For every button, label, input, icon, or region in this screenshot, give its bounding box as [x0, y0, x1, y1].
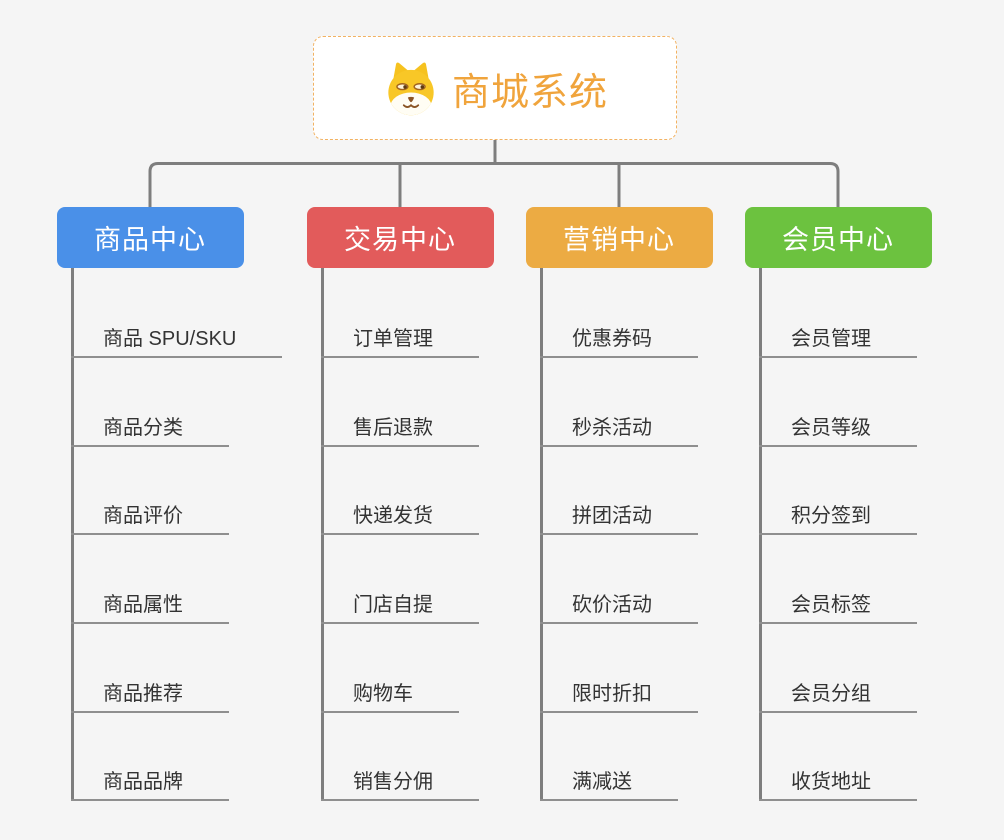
branch-item-label: 门店自提 [353, 594, 433, 616]
branch-item-label: 拼团活动 [572, 505, 652, 527]
branch-item[interactable]: 优惠券码 [540, 318, 698, 358]
branch-item-label: 优惠券码 [572, 328, 652, 350]
branch-item[interactable]: 商品属性 [71, 584, 229, 624]
branch-bus [148, 162, 840, 207]
branch-item-label: 商品评价 [103, 505, 183, 527]
branch-item[interactable]: 收货地址 [759, 761, 917, 801]
branch-item-label: 会员标签 [791, 594, 871, 616]
branch-item-label: 商品属性 [103, 594, 183, 616]
branch-item-label: 售后退款 [353, 417, 433, 439]
branch-item[interactable]: 满减送 [540, 761, 678, 801]
branch-item-label: 满减送 [572, 771, 632, 793]
branch-node-2[interactable]: 营销中心 [525, 207, 713, 268]
branch-item-label: 限时折扣 [572, 683, 652, 705]
branch-label: 交易中心 [344, 225, 456, 255]
branch-item[interactable]: 商品评价 [71, 495, 229, 535]
branch-item[interactable]: 门店自提 [321, 584, 479, 624]
branch-item[interactable]: 限时折扣 [540, 673, 698, 713]
branch-item[interactable]: 会员管理 [759, 318, 917, 358]
branch-label: 会员中心 [782, 225, 894, 255]
branch-item[interactable]: 会员分组 [759, 673, 917, 713]
branch-item-label: 会员等级 [791, 417, 871, 439]
branch-label: 商品中心 [94, 225, 206, 255]
branch-item-label: 商品分类 [103, 417, 183, 439]
branch-label: 营销中心 [563, 225, 675, 255]
branch-node-3[interactable]: 会员中心 [744, 207, 932, 268]
branch-item-label: 快递发货 [353, 505, 433, 527]
branch-item[interactable]: 购物车 [321, 673, 459, 713]
branch-node-0[interactable]: 商品中心 [56, 207, 244, 268]
branch-item-label: 秒杀活动 [572, 417, 652, 439]
branch-item-label: 砍价活动 [572, 594, 652, 616]
branch-item[interactable]: 商品 SPU/SKU [71, 318, 283, 358]
branch-item[interactable]: 售后退款 [321, 407, 479, 447]
branch-item[interactable]: 会员标签 [759, 584, 917, 624]
branch-item[interactable]: 会员等级 [759, 407, 917, 447]
branch-item[interactable]: 订单管理 [321, 318, 479, 358]
branch-item[interactable]: 商品品牌 [71, 761, 229, 801]
root-title: 商城系统 [451, 71, 608, 114]
dog-face-icon [382, 59, 440, 117]
branch-item[interactable]: 积分签到 [759, 495, 917, 535]
branch-item-label: 会员分组 [791, 683, 871, 705]
branch-item-label: 收货地址 [791, 771, 871, 793]
branch-item-label: 会员管理 [791, 328, 871, 350]
branch-item[interactable]: 拼团活动 [540, 495, 698, 535]
branch-item-label: 商品推荐 [103, 683, 183, 705]
branch-item[interactable]: 秒杀活动 [540, 407, 698, 447]
branch-item-label: 订单管理 [353, 328, 433, 350]
branch-item-label: 积分签到 [791, 505, 871, 527]
branch-item-label: 购物车 [353, 683, 413, 705]
branch-item[interactable]: 砍价活动 [540, 584, 698, 624]
branch-item[interactable]: 商品分类 [71, 407, 229, 447]
branch-item[interactable]: 快递发货 [321, 495, 479, 535]
branch-item-label: 商品品牌 [103, 771, 183, 793]
branch-item[interactable]: 商品推荐 [71, 673, 229, 713]
branch-node-1[interactable]: 交易中心 [306, 207, 494, 268]
branch-item-label: 商品 SPU/SKU [103, 328, 237, 350]
root-node[interactable]: 商城系统 [313, 36, 677, 140]
branch-item[interactable]: 销售分佣 [321, 761, 479, 801]
branch-item-label: 销售分佣 [353, 771, 433, 793]
